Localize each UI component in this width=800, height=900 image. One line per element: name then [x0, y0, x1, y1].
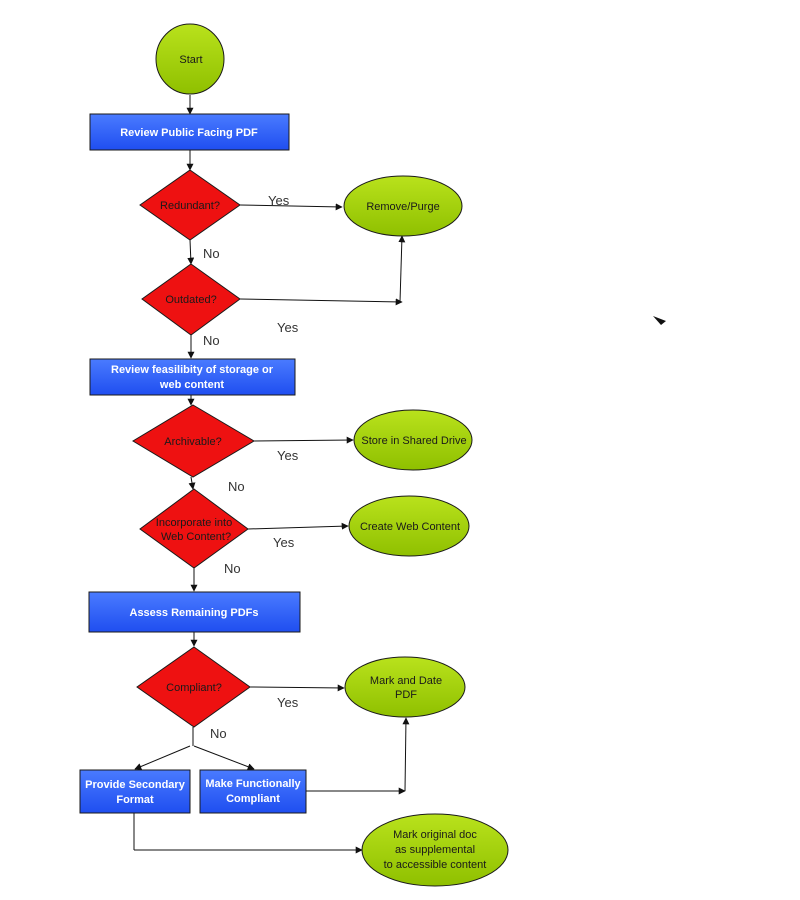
redundant-yes-label: Yes [268, 193, 290, 208]
edge-redundant-outdated [187, 239, 195, 265]
assess-label: Assess Remaining PDFs [130, 607, 259, 619]
start-node[interactable]: Start [155, 23, 225, 95]
functionally-compliant-node[interactable]: Make Functionally Compliant [199, 769, 307, 814]
redundant-label: Redundant? [160, 200, 220, 212]
create-web-label: Create Web Content [360, 521, 460, 533]
outdated-label: Outdated? [165, 294, 216, 306]
start-label: Start [179, 54, 202, 66]
review-pdf-node[interactable]: Review Public Facing PDF [89, 113, 290, 151]
mark-original-label-line3: to accessible content [384, 859, 487, 871]
edge-archivable-store [253, 436, 354, 444]
feasibility-label-line2: web content [159, 379, 225, 391]
remove-purge-node[interactable]: Remove/Purge [343, 175, 463, 237]
store-shared-label: Store in Shared Drive [361, 435, 466, 447]
remove-purge-label: Remove/Purge [366, 201, 439, 213]
redundant-no-label: No [203, 246, 220, 261]
mark-original-node[interactable]: Mark original doc as supplemental to acc… [361, 813, 509, 887]
edge-incorporate-create [247, 522, 349, 530]
mark-original-label-line1: Mark original doc [393, 829, 477, 841]
connectors [133, 95, 410, 854]
edge-split-secondary [134, 745, 191, 770]
store-shared-node[interactable]: Store in Shared Drive [353, 409, 473, 471]
feasibility-node[interactable]: Review feasilibity of storage or web con… [89, 358, 296, 396]
mark-date-label-line2: PDF [395, 689, 417, 701]
functionally-compliant-label-line2: Compliant [226, 793, 280, 805]
stray-arrowhead [653, 316, 666, 325]
outdated-decision[interactable]: Outdated? [141, 263, 241, 336]
archivable-decision[interactable]: Archivable? [132, 404, 255, 478]
incorporate-decision[interactable]: Incorporate into Web Content? [139, 488, 249, 569]
create-web-node[interactable]: Create Web Content [348, 495, 470, 557]
archivable-no-label: No [228, 479, 245, 494]
edge-compliant-mark [249, 684, 345, 692]
compliant-yes-label: Yes [277, 695, 299, 710]
edge-labels: Yes No Yes No Yes No Yes No Yes No [203, 193, 299, 741]
functionally-compliant-label-line1: Make Functionally [205, 778, 301, 790]
compliant-decision[interactable]: Compliant? [136, 646, 251, 728]
archivable-label: Archivable? [164, 436, 221, 448]
archivable-yes-label: Yes [277, 448, 299, 463]
incorporate-label-line2: Web Content? [161, 531, 231, 543]
edge-outdated-corner [239, 298, 403, 306]
redundant-decision[interactable]: Redundant? [139, 169, 241, 241]
outdated-no-label: No [203, 333, 220, 348]
compliant-label: Compliant? [166, 682, 222, 694]
review-pdf-label: Review Public Facing PDF [120, 127, 258, 139]
secondary-format-label-line2: Format [116, 794, 154, 806]
edge-split-functional [193, 745, 255, 771]
assess-node[interactable]: Assess Remaining PDFs [88, 591, 301, 633]
secondary-format-node[interactable]: Provide Secondary Format [79, 769, 191, 814]
edge-corner-remove [398, 235, 406, 303]
edge-corner-mark [402, 717, 410, 792]
incorporate-no-label: No [224, 561, 241, 576]
mark-date-label-line1: Mark and Date [370, 675, 442, 687]
incorporate-label-line1: Incorporate into [156, 517, 232, 529]
outdated-yes-label: Yes [277, 320, 299, 335]
feasibility-label-line1: Review feasilibity of storage or [111, 364, 274, 376]
edge-redundant-remove [239, 203, 343, 211]
incorporate-yes-label: Yes [273, 535, 295, 550]
secondary-format-label-line1: Provide Secondary [85, 779, 186, 791]
compliant-no-label: No [210, 726, 227, 741]
mark-original-label-line2: as supplemental [395, 844, 475, 856]
mark-date-node[interactable]: Mark and Date PDF [344, 656, 466, 718]
edge-archivable-incorporate [188, 476, 196, 490]
